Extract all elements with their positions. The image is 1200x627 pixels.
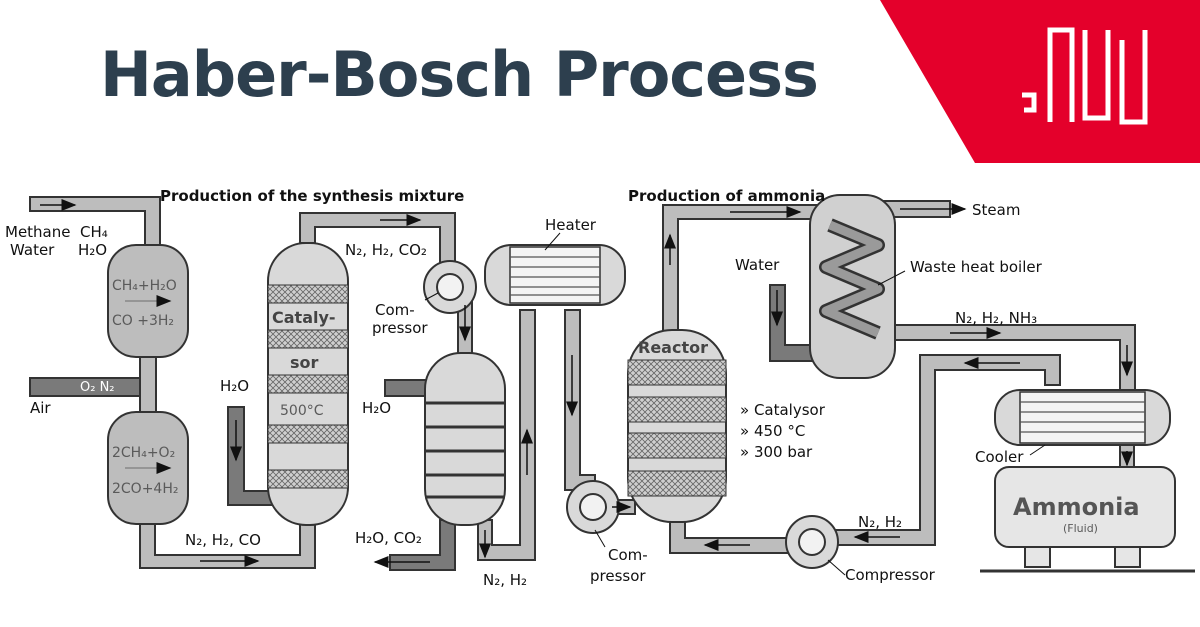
- ammonia-tank-sublabel: (Fluid): [1063, 522, 1098, 535]
- feed-methane-label: Methane: [5, 223, 71, 241]
- steam-label: Steam: [972, 201, 1020, 219]
- compressor1-label-2: pressor: [372, 319, 428, 337]
- pipe-heater-compressor2: [564, 309, 596, 491]
- ammonia-tank: [994, 466, 1176, 548]
- pipe-h2o-absorber: [384, 379, 431, 397]
- feed-h2o-label: H₂O: [78, 241, 107, 259]
- stream-recycle-n2h2-label: N₂, H₂: [858, 513, 902, 531]
- heater-label: Heater: [545, 216, 597, 234]
- reformer2-reaction-reactants: 2CH₄+O₂: [112, 445, 175, 461]
- feed-water-label: Water: [10, 241, 55, 259]
- stream-n2h2co-label: N₂, H₂, CO: [185, 531, 261, 549]
- compressor2-label-1: Com-: [608, 546, 648, 564]
- section-synthesis-label: Production of the synthesis mixture: [160, 187, 464, 205]
- catalysor-label-1: Cataly-: [272, 308, 336, 327]
- catalysor-label-2: sor: [290, 353, 319, 372]
- pipe-reactor-boiler: [662, 204, 831, 346]
- waste-heat-boiler-label: Waste heat boiler: [910, 258, 1043, 276]
- ammonia-tank-label: Ammonia: [1013, 493, 1140, 521]
- reactor-condition-temperature: » 450 °C: [740, 422, 805, 440]
- brand-corner: [880, 0, 1200, 163]
- h2o-input-label: H₂O: [220, 377, 249, 395]
- air-o2n2-label: O₂ N₂: [80, 380, 115, 395]
- catalysor-temp-label: 500°C: [280, 403, 324, 419]
- haber-bosch-diagram: Production of the synthesis mixture Prod…: [5, 187, 1195, 589]
- stream-n2h2co2-label: N₂, H₂, CO₂: [345, 241, 427, 259]
- cooler-label: Cooler: [975, 448, 1024, 466]
- water-input-label: Water: [735, 256, 780, 274]
- absorber-h2o-label: H₂O: [362, 399, 391, 417]
- compressor3-label: Compressor: [845, 566, 936, 584]
- absorber-column: [424, 352, 506, 526]
- stream-n2h2-label: N₂, H₂: [483, 571, 527, 589]
- reactor-condition-catalysor: » Catalysor: [740, 401, 826, 419]
- page-title: Haber-Bosch Process: [100, 38, 819, 111]
- air-label: Air: [30, 399, 51, 417]
- reformer-link-pipe: [139, 356, 157, 413]
- reformer2-reaction-products: 2CO+4H₂: [112, 481, 178, 497]
- brand-logo-icon: [1022, 27, 1148, 125]
- compressor1-label-1: Com-: [375, 301, 415, 319]
- pipe-absorber-heater: [477, 309, 536, 561]
- stream-h2oco2-label: H₂O, CO₂: [355, 529, 422, 547]
- reformer1-reaction-reactants: CH₄+H₂O: [112, 278, 177, 294]
- stream-n2h2nh3-label: N₂, H₂, NH₃: [955, 309, 1037, 327]
- section-ammonia-label: Production of ammonia: [628, 187, 825, 205]
- feed-ch4-label: CH₄: [80, 223, 108, 241]
- reactor-condition-pressure: » 300 bar: [740, 443, 813, 461]
- brand-banner: [880, 0, 1200, 163]
- reformer1-reaction-products: CO +3H₂: [112, 313, 174, 329]
- compressor2-label-2: pressor: [590, 567, 646, 585]
- reactor-label: Reactor: [638, 338, 708, 357]
